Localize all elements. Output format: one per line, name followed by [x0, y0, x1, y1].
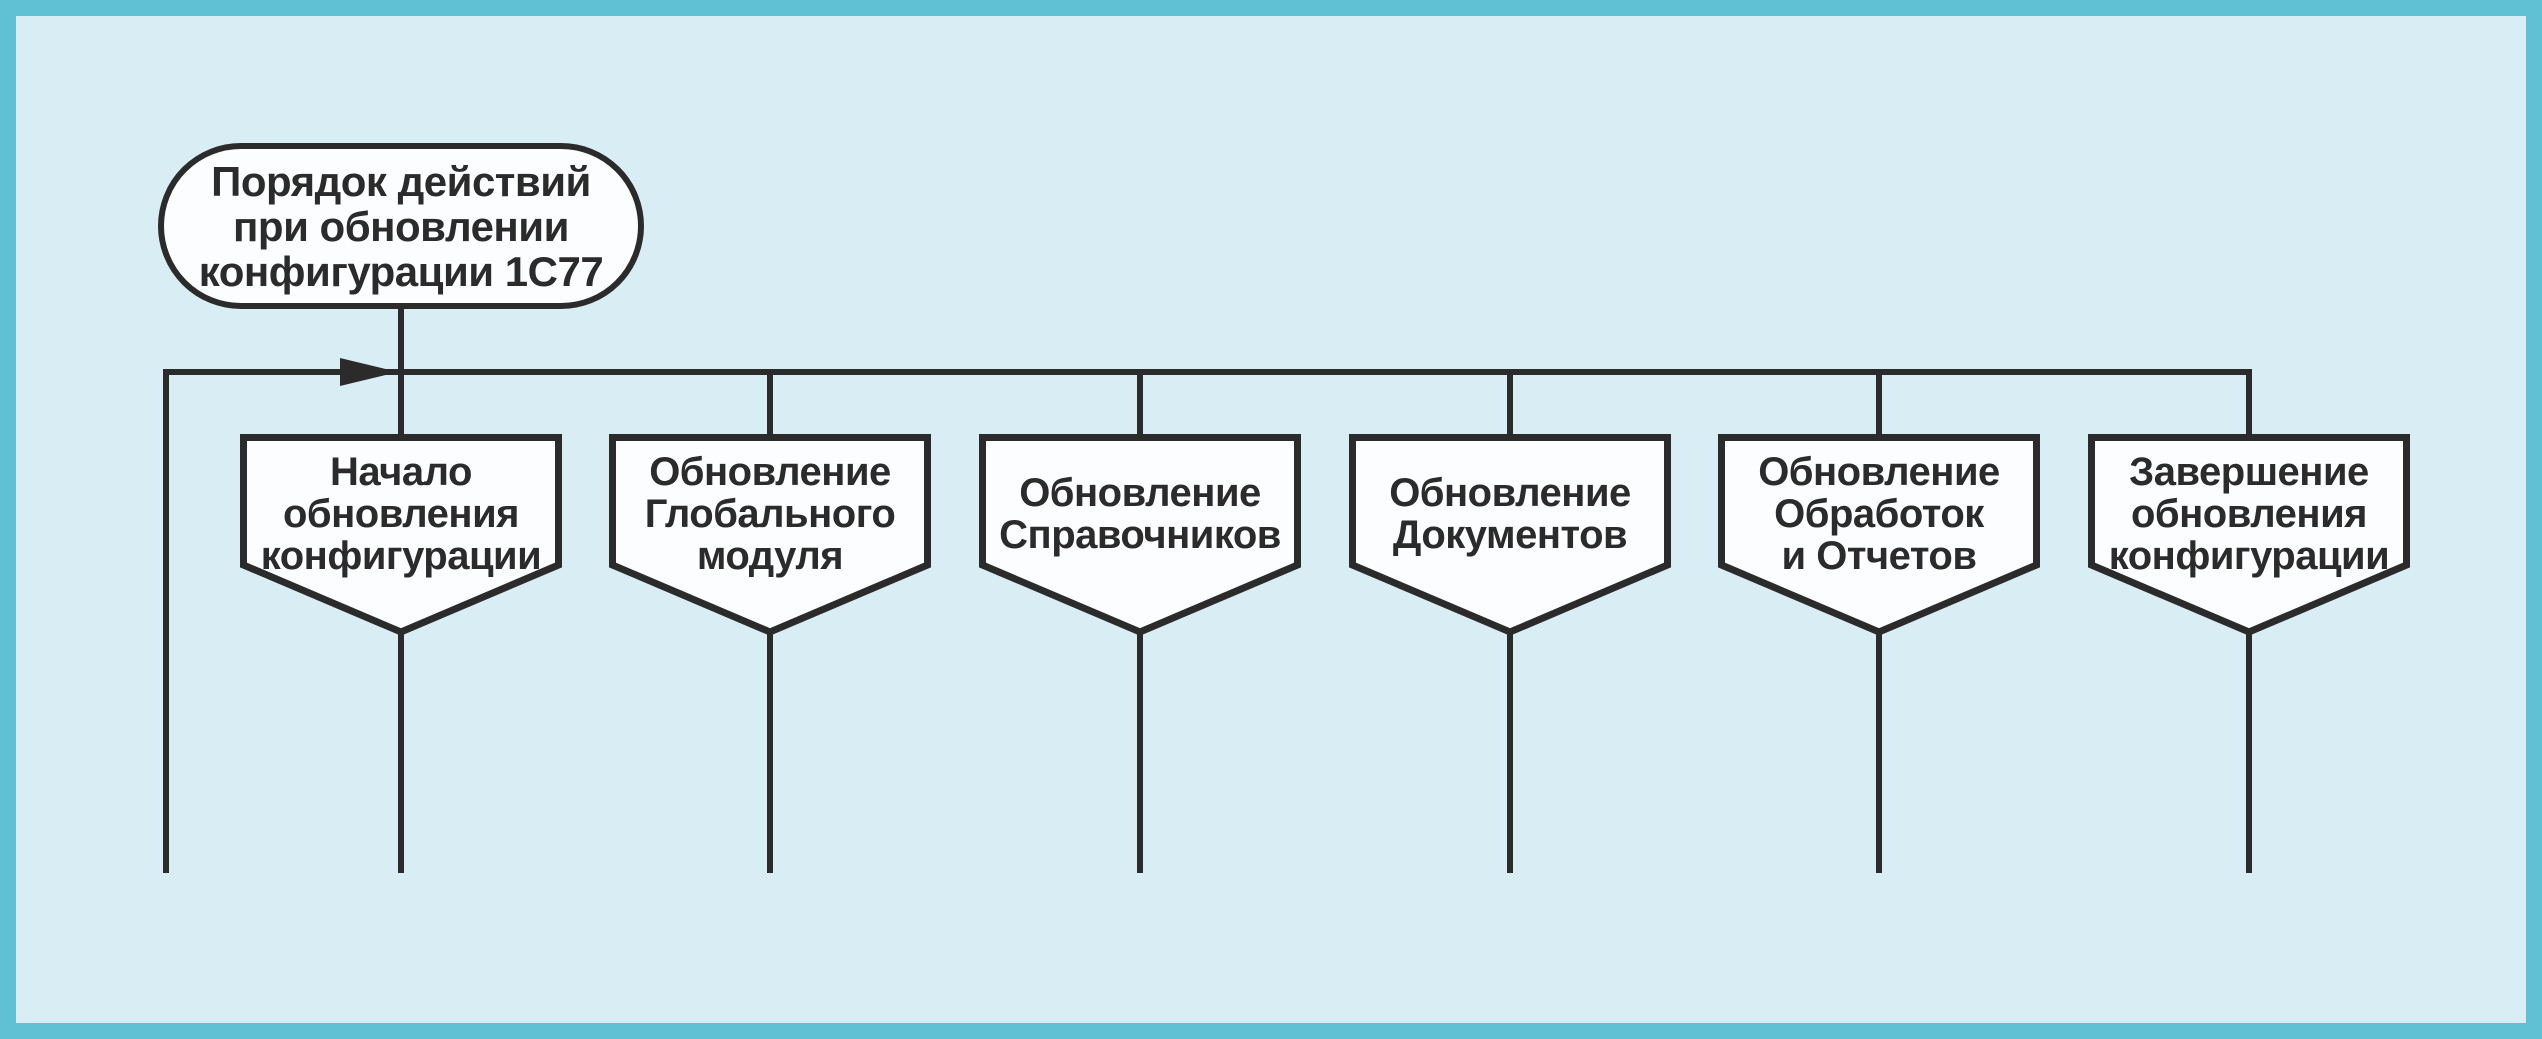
title-node-label: Порядок действий при обновлении конфигур…: [198, 157, 604, 295]
connector-stub-1: [398, 369, 404, 437]
pennant-shape: [240, 434, 562, 636]
pennant-shape: [1718, 434, 2040, 636]
connector-drop-4: [1507, 632, 1513, 873]
connector-drop-2: [767, 632, 773, 873]
step-node-label: Обновление Документов: [1389, 471, 1631, 557]
title-node: Порядок действий при обновлении конфигур…: [158, 143, 644, 309]
step-node-label: Начало обновления конфигурации: [260, 450, 542, 578]
connector-stub-5: [1876, 369, 1882, 437]
step-node-5: Обновление Обработок и Отчетов: [1718, 434, 2040, 636]
connector-drop-1: [398, 632, 404, 873]
connector-title-stub: [398, 303, 404, 375]
connector-stub-3: [1137, 369, 1143, 437]
connector-stub-4: [1507, 369, 1513, 437]
step-node-label: Обновление Справочников: [999, 471, 1281, 557]
pennant-shape: [2088, 434, 2410, 636]
step-node-1: Начало обновления конфигурации: [240, 434, 562, 636]
step-node-3: Обновление Справочников: [979, 434, 1301, 636]
pennant-shape: [979, 434, 1301, 636]
step-node-label: Завершение обновления конфигурации: [2108, 450, 2390, 578]
step-node-2: Обновление Глобального модуля: [609, 434, 931, 636]
pennant-shape: [609, 434, 931, 636]
connector-drop-3: [1137, 632, 1143, 873]
connector-bus-line: [163, 369, 2252, 375]
step-node-6: Завершение обновления конфигурации: [2088, 434, 2410, 636]
arrowhead-right-icon: [340, 358, 398, 386]
connector-return-line: [163, 369, 169, 873]
pennant-shape: [1349, 434, 1671, 636]
connector-stub-2: [767, 369, 773, 437]
connector-drop-5: [1876, 632, 1882, 873]
connector-stub-6: [2246, 369, 2252, 437]
connector-drop-6: [2246, 632, 2252, 873]
step-node-4: Обновление Документов: [1349, 434, 1671, 636]
step-node-label: Обновление Глобального модуля: [644, 450, 896, 578]
step-node-label: Обновление Обработок и Отчетов: [1758, 450, 2000, 578]
